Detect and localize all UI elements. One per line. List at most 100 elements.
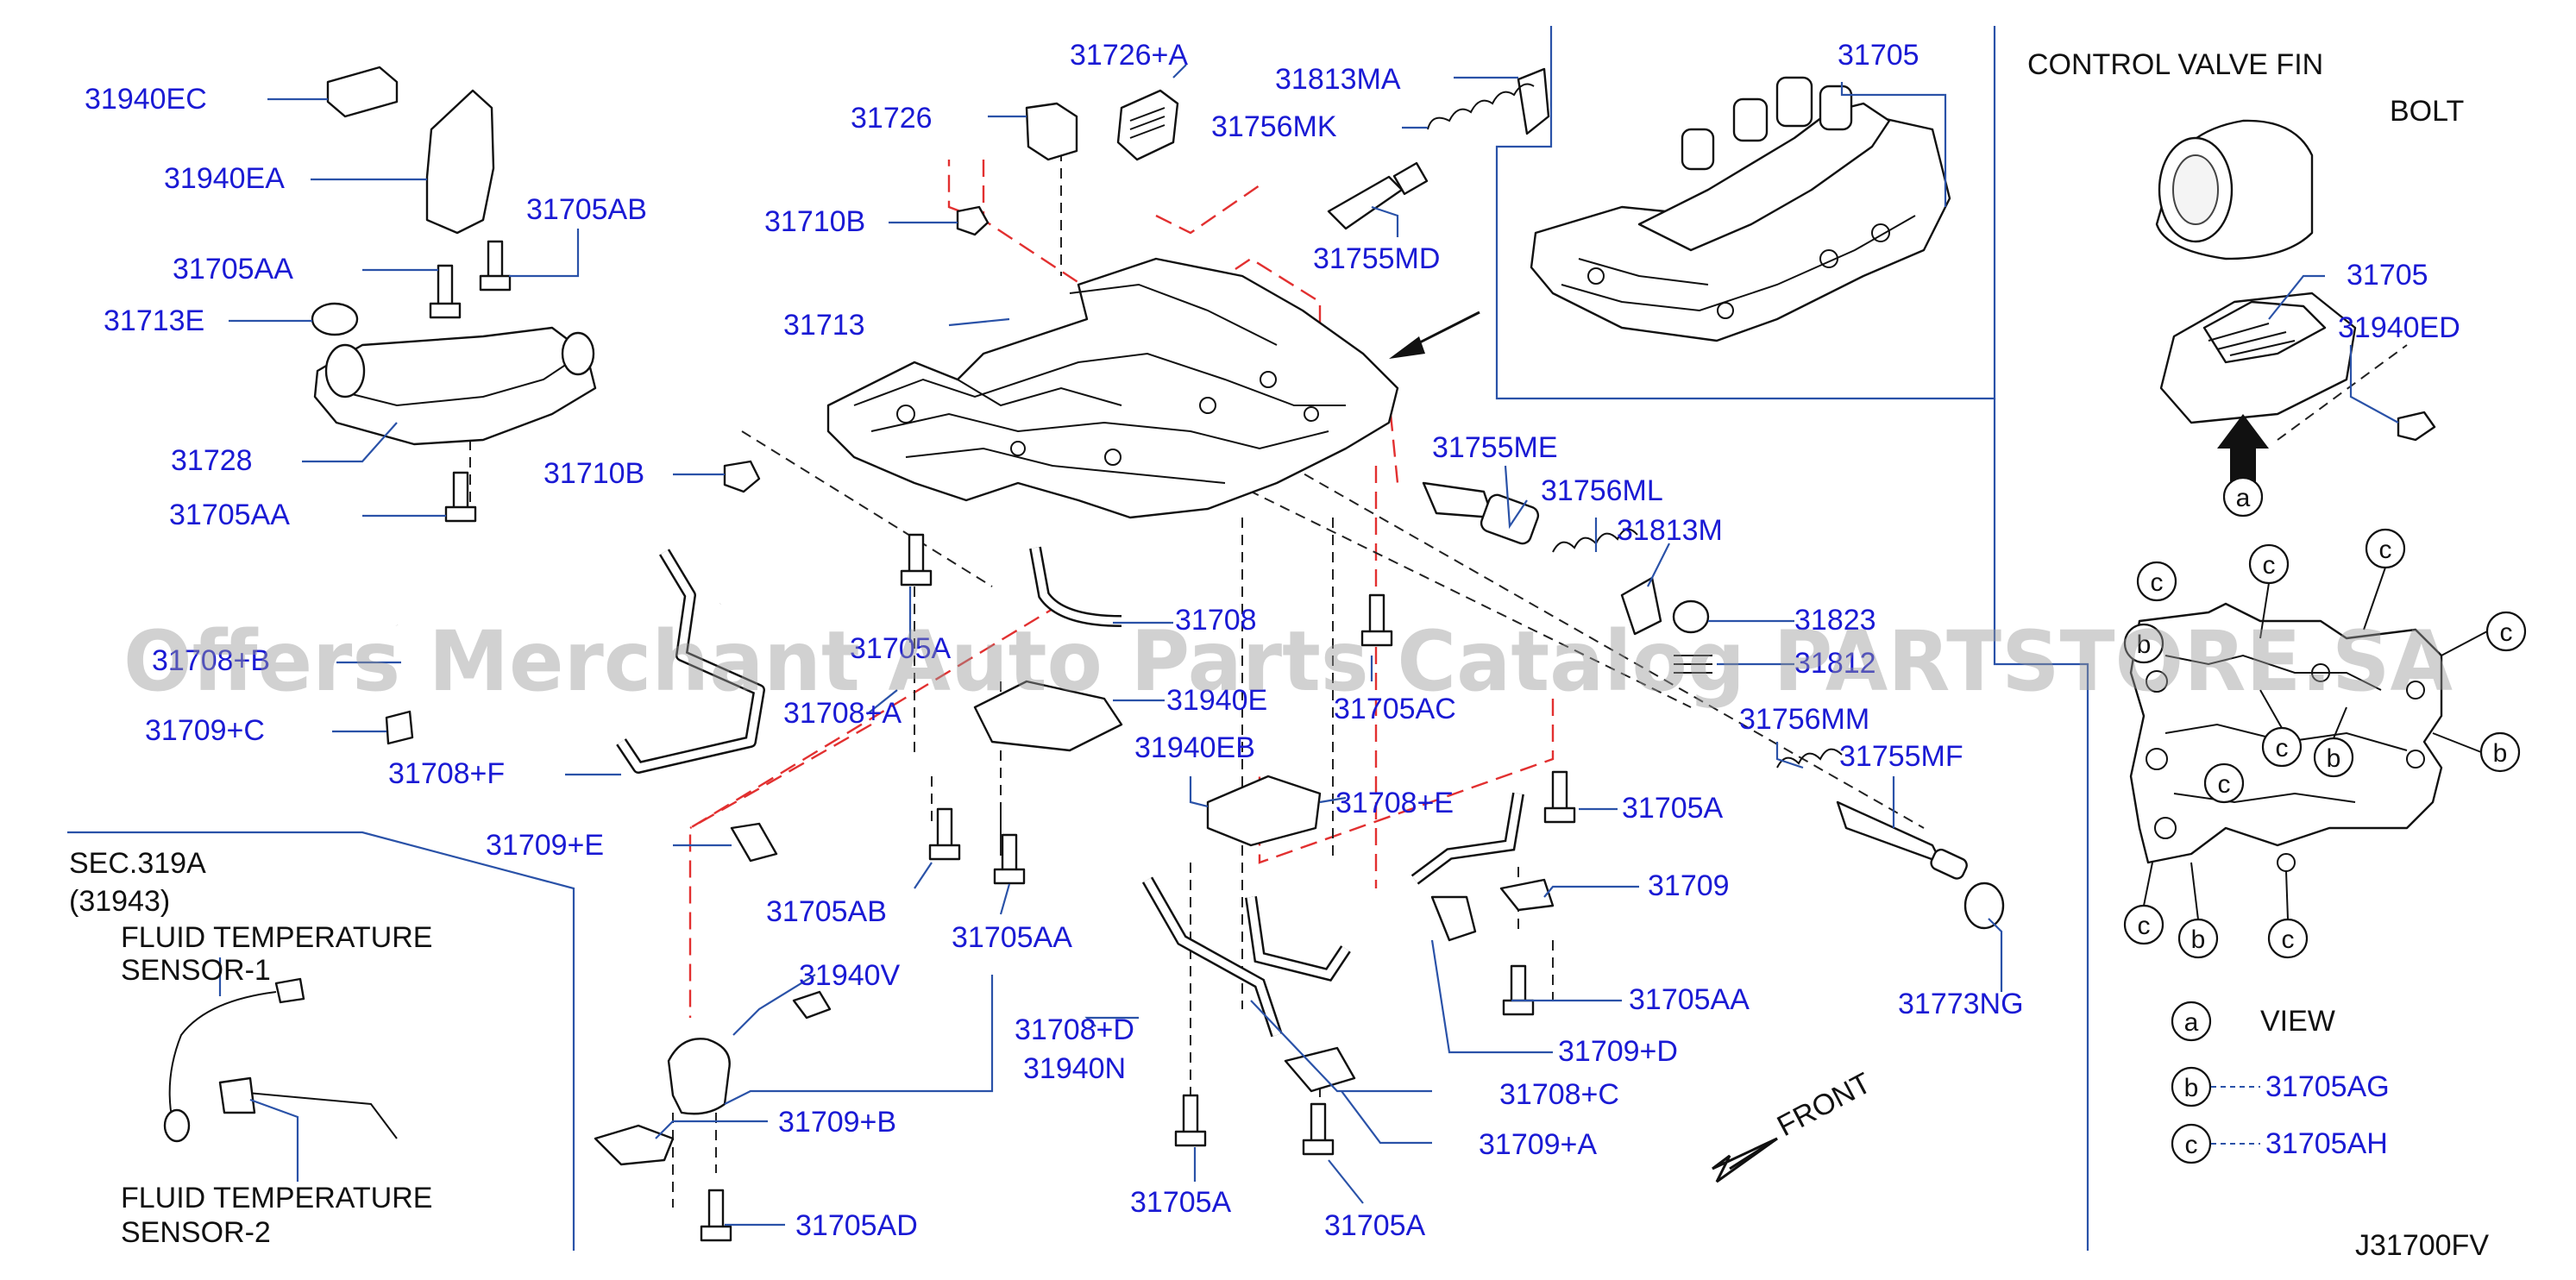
svg-text:c: c bbox=[2218, 770, 2231, 799]
callout-c: c bbox=[2203, 762, 2245, 804]
sensor-2-label: FLUID TEMPERATURE bbox=[121, 1182, 432, 1214]
part-label: 31708+F bbox=[388, 757, 505, 790]
lower-parts bbox=[385, 533, 1576, 1242]
part-label: 31709+D bbox=[1558, 1035, 1678, 1068]
part-label: 31705AC bbox=[1334, 693, 1456, 725]
part-label: 31823 bbox=[1794, 604, 1876, 637]
frame-lines bbox=[67, 26, 2089, 1251]
part-label: 31705AA bbox=[1629, 983, 1750, 1016]
view-subtitle: BOLT bbox=[2390, 95, 2464, 128]
diagram-code: J31700FV bbox=[2355, 1229, 2489, 1262]
callout-c: c bbox=[2267, 918, 2309, 959]
part-label: 31708+D bbox=[1015, 1013, 1134, 1046]
part-label: 31940V bbox=[799, 959, 901, 992]
part-label: 31709+A bbox=[1479, 1128, 1597, 1161]
part-labels: 31940EC 31940EA 31705AB 31705AA 31713E 3… bbox=[85, 39, 2460, 1242]
svg-text:c: c bbox=[2282, 925, 2295, 954]
part-label: 31705AB bbox=[766, 895, 887, 928]
inset-valve-body bbox=[1530, 76, 1951, 342]
svg-text:c: c bbox=[2263, 551, 2276, 580]
leader-lines bbox=[218, 64, 2399, 1227]
front-label: FRONT bbox=[1772, 1067, 1876, 1144]
part-label: 31705A bbox=[1324, 1209, 1426, 1242]
part-label: 31710B bbox=[764, 205, 865, 238]
legend-c-part: 31705AH bbox=[2265, 1127, 2388, 1160]
svg-text:c: c bbox=[2276, 734, 2289, 762]
part-label: 31756MK bbox=[1211, 110, 1337, 143]
part-label: 31728 bbox=[171, 444, 253, 477]
legend-c-letter: c bbox=[2185, 1131, 2198, 1159]
svg-text:b: b bbox=[2493, 739, 2508, 768]
svg-text:c: c bbox=[2500, 618, 2513, 647]
part-label: 31708+C bbox=[1499, 1078, 1619, 1111]
part-label: 31813MA bbox=[1275, 63, 1401, 96]
sec-label: SEC.319A bbox=[69, 847, 206, 880]
legend: a VIEW b 31705AG c 31705AH bbox=[2171, 1001, 2390, 1164]
svg-text:c: c bbox=[2138, 912, 2151, 940]
callout-b: b bbox=[2123, 623, 2164, 664]
part-label: 31708+A bbox=[783, 697, 902, 730]
part-label: 31705AA bbox=[952, 921, 1072, 954]
svg-text:c: c bbox=[2151, 568, 2164, 597]
svg-text:c: c bbox=[2379, 536, 2392, 564]
part-label: 31709+B bbox=[778, 1106, 896, 1139]
valve-body-center bbox=[826, 257, 1399, 519]
callout-c: c bbox=[2248, 543, 2290, 585]
part-label: 31773NG bbox=[1898, 988, 2024, 1020]
legend-a-letter: a bbox=[2184, 1008, 2199, 1037]
part-label: 31756ML bbox=[1541, 474, 1663, 507]
watermark: Offers Merchant Auto Parts Catalog PARTS… bbox=[123, 613, 2453, 710]
callout-c: c bbox=[2365, 528, 2406, 569]
direction-arrow bbox=[1389, 311, 1480, 359]
callout-b: b bbox=[2177, 918, 2219, 959]
callout-b: b bbox=[2479, 731, 2521, 773]
part-label: 31708 bbox=[1175, 604, 1257, 637]
callout-c: c bbox=[2136, 561, 2177, 602]
part-label: 31705A bbox=[850, 632, 952, 665]
sensor-2-label: SENSOR-2 bbox=[121, 1216, 271, 1249]
part-label: 31705A bbox=[1622, 792, 1724, 825]
view-title: CONTROL VALVE FIN bbox=[2027, 48, 2323, 81]
part-label: 31709 bbox=[1648, 869, 1730, 902]
part-label: 31940ED bbox=[2338, 311, 2460, 344]
callout-a: a bbox=[2222, 476, 2264, 518]
part-label: 31755MF bbox=[1839, 740, 1963, 773]
part-label: 31705AB bbox=[526, 193, 647, 226]
svg-text:b: b bbox=[2191, 925, 2206, 954]
part-label: 31813M bbox=[1617, 514, 1723, 547]
legend-b-letter: b bbox=[2184, 1074, 2199, 1102]
part-label: 31755ME bbox=[1432, 431, 1558, 464]
part-label: 31705A bbox=[1130, 1186, 1232, 1219]
sensor-1-label: SENSOR-1 bbox=[121, 954, 271, 987]
part-label: 31713E bbox=[104, 304, 204, 337]
inset-fin bbox=[2155, 119, 2436, 483]
part-label: 31940EA bbox=[164, 162, 285, 195]
black-labels: CONTROL VALVE FIN BOLT SEC.319A (31943) … bbox=[69, 48, 2489, 1262]
front-arrow bbox=[1712, 1137, 1778, 1183]
part-label: 31940EC bbox=[85, 83, 207, 116]
part-label: 31705 bbox=[1838, 39, 1919, 72]
part-label: 31940EB bbox=[1134, 731, 1255, 764]
callout-c: c bbox=[2485, 611, 2527, 652]
part-label: 31709+C bbox=[145, 714, 265, 747]
callout-c: c bbox=[2261, 726, 2303, 768]
part-label: 31726+A bbox=[1070, 39, 1188, 72]
legend-view-label: VIEW bbox=[2260, 1005, 2335, 1038]
sec-sub-label: (31943) bbox=[69, 885, 170, 918]
svg-text:b: b bbox=[2327, 744, 2341, 773]
part-label: 31708+E bbox=[1335, 787, 1454, 819]
part-label: 31705AD bbox=[795, 1209, 918, 1242]
part-label: 31713 bbox=[783, 309, 865, 342]
svg-text:b: b bbox=[2137, 631, 2152, 659]
view-arrow bbox=[2217, 414, 2269, 483]
callout-c: c bbox=[2123, 904, 2164, 945]
sensor-1-label: FLUID TEMPERATURE bbox=[121, 921, 432, 954]
part-label: 31755MD bbox=[1313, 242, 1440, 275]
callout-b: b bbox=[2313, 737, 2354, 778]
part-label: 31940E bbox=[1166, 684, 1267, 717]
fluid-temp-sensors bbox=[163, 977, 398, 1143]
part-label: 31705AA bbox=[169, 499, 290, 531]
part-label: 31812 bbox=[1794, 647, 1876, 680]
svg-text:a: a bbox=[2236, 484, 2251, 512]
